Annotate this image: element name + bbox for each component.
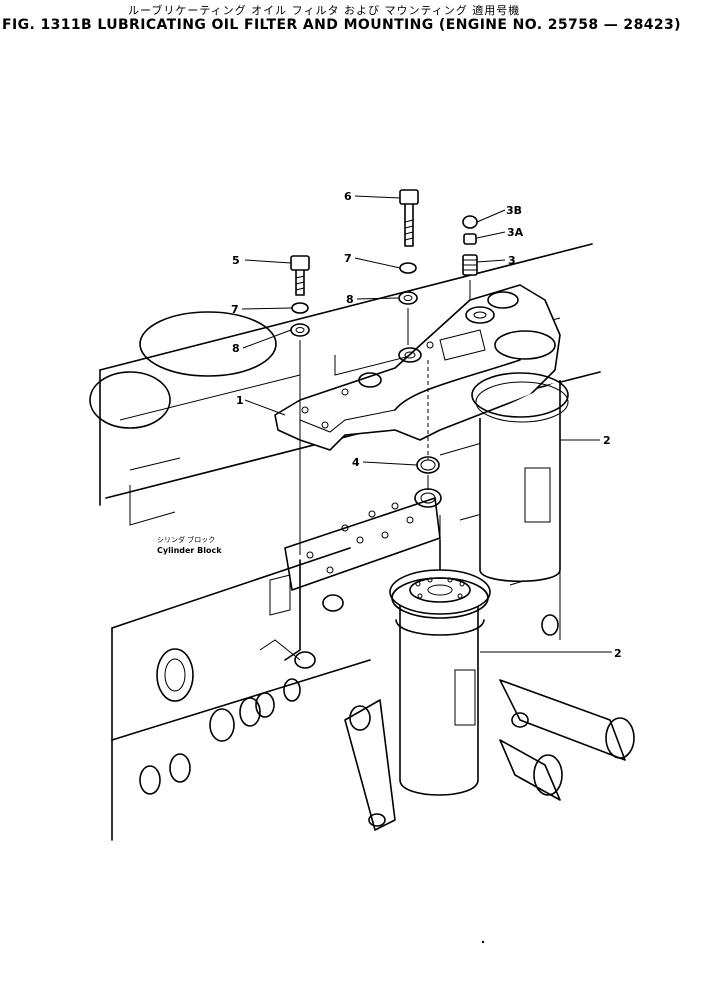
callout-4: 4 — [352, 456, 360, 469]
callout-2-upper: 2 — [603, 434, 611, 447]
title-japanese: ルーブリケーティング オイル フィルタ および マウンティング 適用号機 — [128, 4, 521, 17]
filter-mounting-bracket — [274, 284, 561, 451]
cylinder-block-label: Cylinder Block — [157, 546, 222, 555]
stray-dot — [481, 940, 485, 944]
callout-7-left: 7 — [231, 303, 239, 316]
bolt-6 — [399, 189, 419, 247]
washer-8 — [290, 291, 418, 337]
figure-title: FIG. 1311B LUBRICATING OIL FILTER AND MO… — [2, 17, 681, 33]
callout-3a: 3A — [507, 226, 524, 239]
bolt-5 — [290, 255, 310, 296]
cylinder-block-label-jp: シリンダ ブロック — [157, 535, 215, 544]
callout-8-left: 8 — [232, 342, 240, 355]
oil-filter-rear — [471, 372, 569, 582]
callout-8-right: 8 — [346, 293, 354, 306]
assembly-lines — [299, 280, 471, 570]
callout-3b: 3B — [506, 204, 522, 217]
callout-1: 1 — [236, 394, 244, 407]
fitting-3 — [462, 215, 478, 276]
oil-filter-front — [389, 569, 491, 796]
callout-2-lower: 2 — [614, 647, 622, 660]
callout-6: 6 — [344, 190, 352, 203]
callout-3: 3 — [508, 254, 516, 267]
callout-7-right: 7 — [344, 252, 352, 265]
callout-5: 5 — [232, 254, 240, 267]
leader-lines — [241, 195, 612, 653]
